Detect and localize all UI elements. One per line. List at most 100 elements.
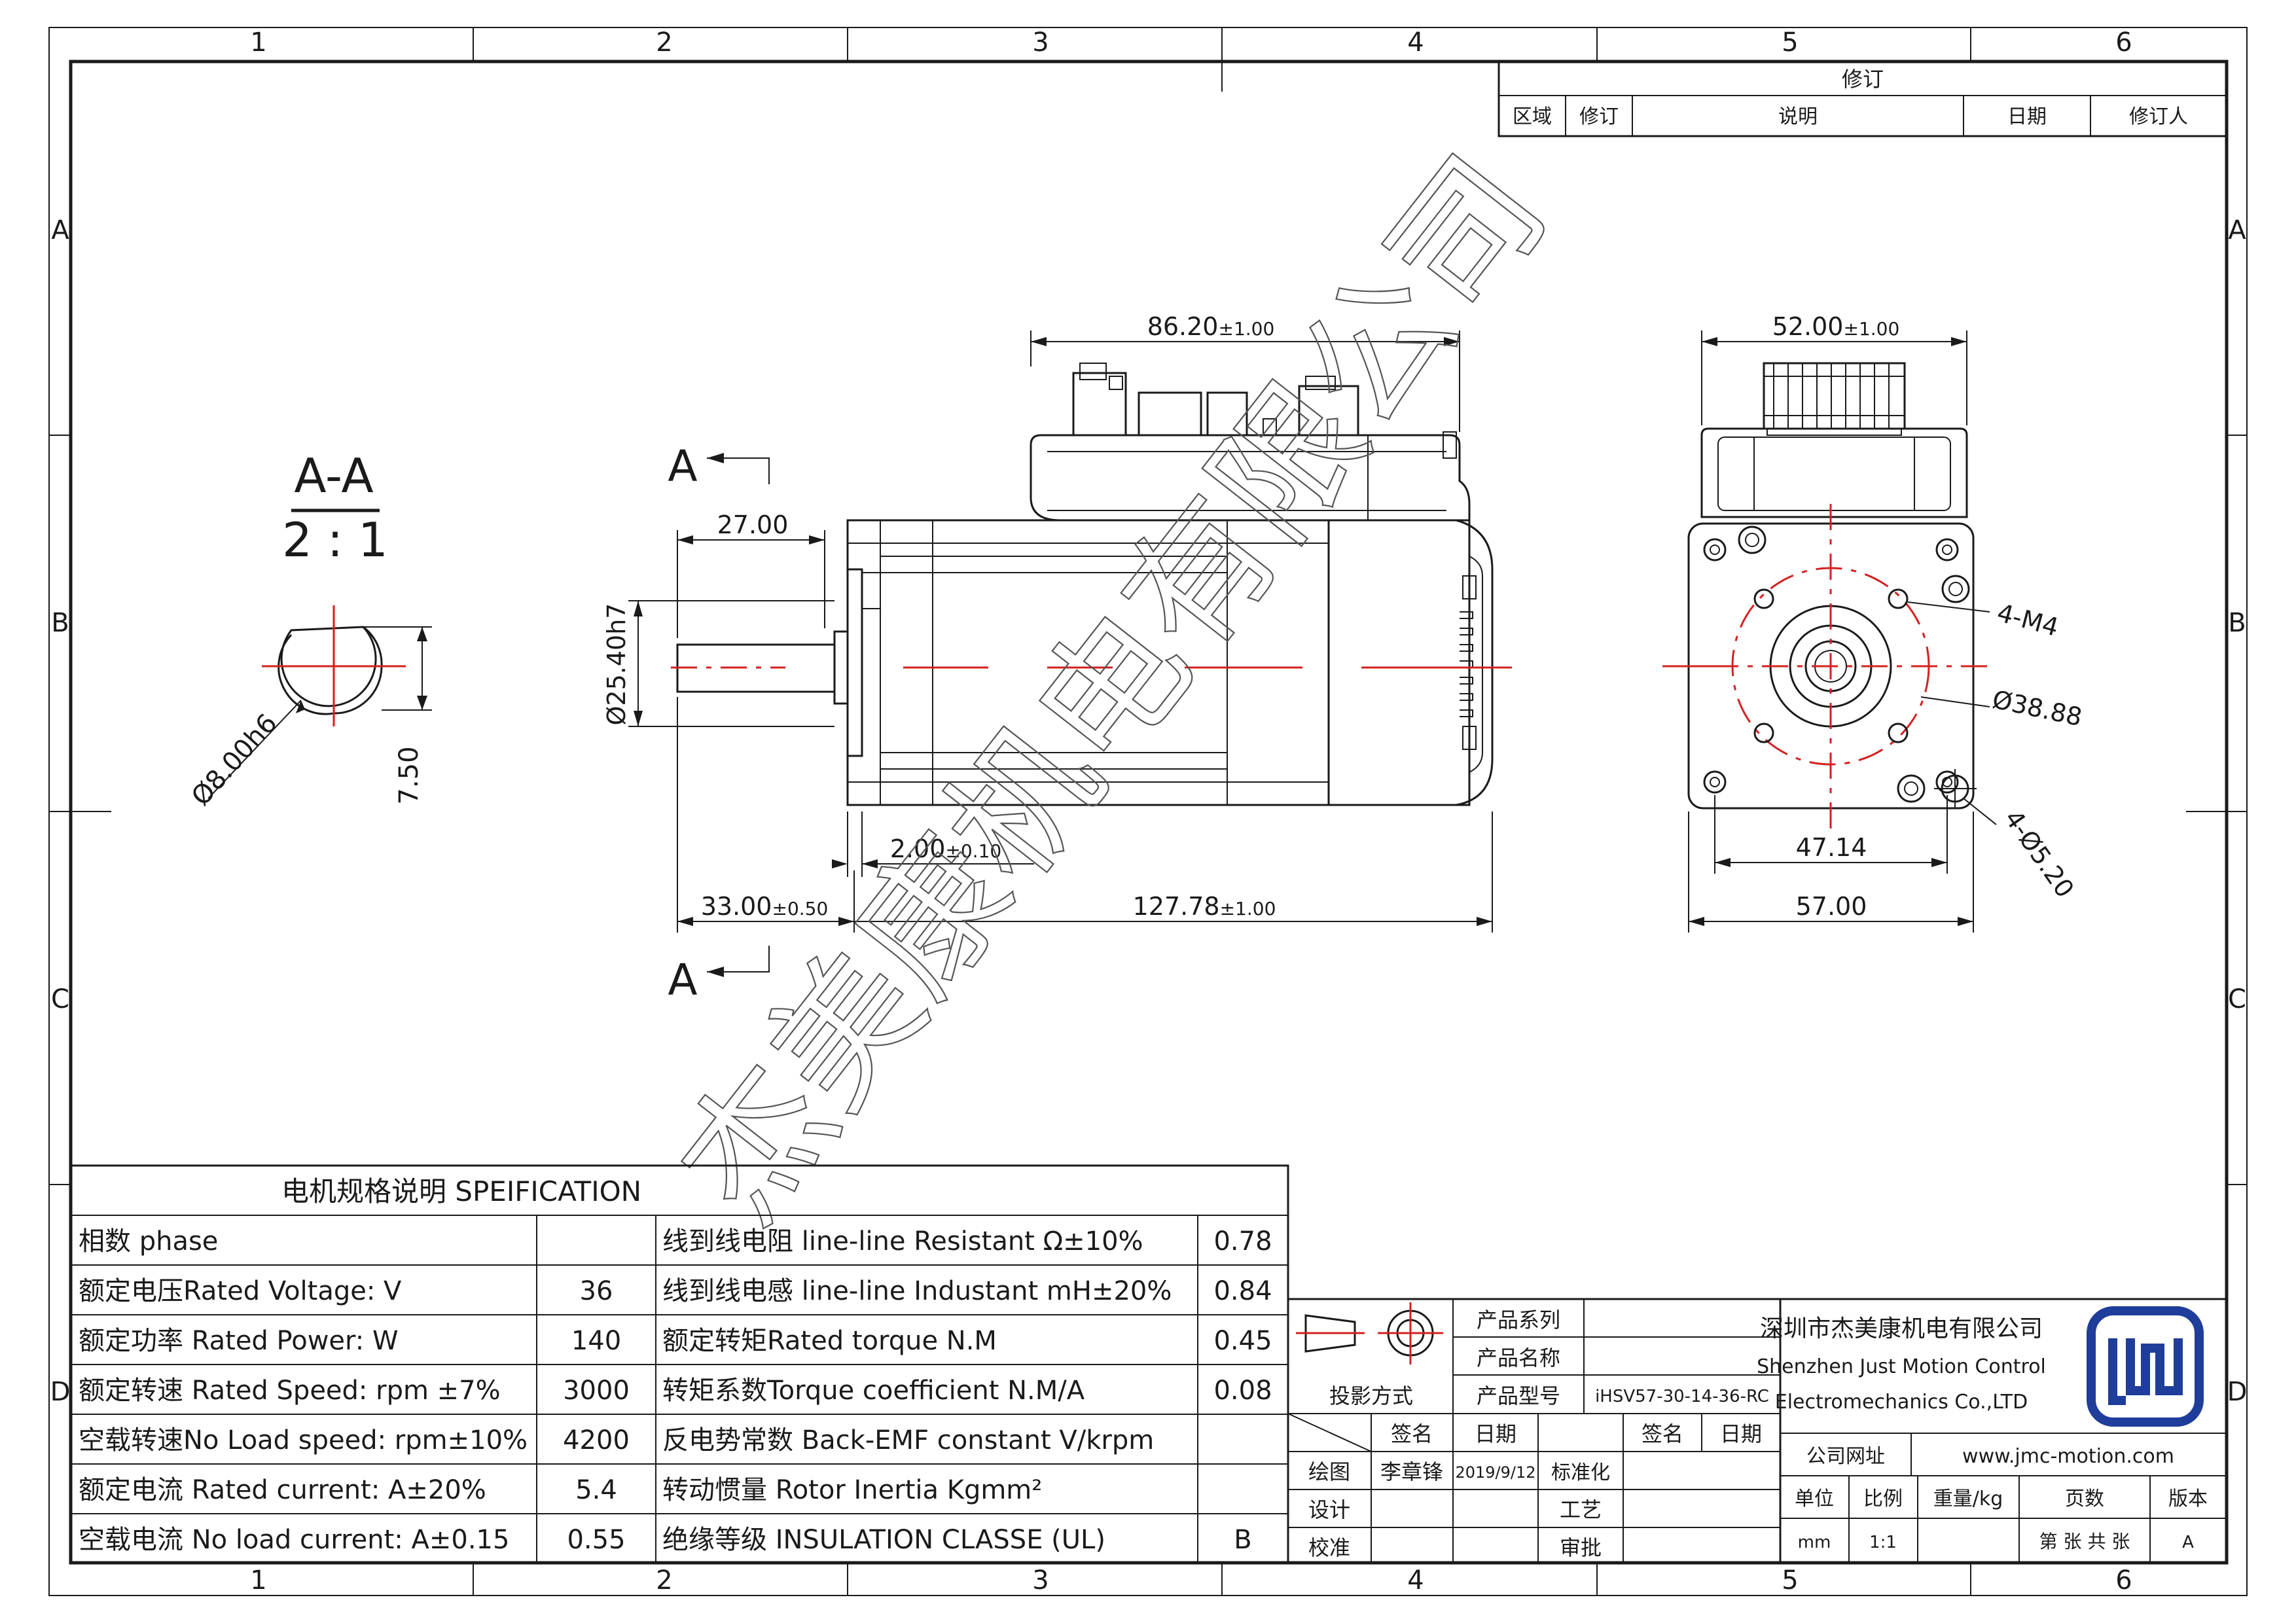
tb-scale: 比例 <box>1863 1488 1903 1510</box>
col-label: 5 <box>1782 27 1798 58</box>
tb-product-series: 产品系列 <box>1477 1308 1560 1332</box>
side-dim-body: 127.78 <box>1133 892 1220 921</box>
svg-text:86.20±1.00: 86.20±1.00 <box>1147 312 1275 341</box>
spec-right-label: 转矩系数Torque coefficient N.M/A <box>662 1376 1085 1406</box>
col-label: 3 <box>1032 27 1049 58</box>
spec-left-label: 额定电流 Rated current: A±20% <box>79 1475 486 1505</box>
tb-date2: 日期 <box>1720 1421 1762 1446</box>
spec-table: 电机规格说明 SPEIFICATION 相数 phase 额定电压Rated V… <box>69 1164 1289 1564</box>
side-dim-top-tol: ±1.00 <box>1218 318 1274 340</box>
row-label: C <box>2228 984 2246 1014</box>
projection-symbol <box>1304 1314 1356 1353</box>
jmc-logo <box>2087 1306 2204 1427</box>
spec-left-value: 0.55 <box>567 1525 625 1555</box>
side-dim-pilot: Ø25.40h7 <box>602 603 631 726</box>
row-label: C <box>51 984 69 1014</box>
svg-text:52.00±1.00: 52.00±1.00 <box>1772 312 1900 341</box>
front-dim-top-tol: ±1.00 <box>1843 318 1899 340</box>
spec-right-value: 0.08 <box>1213 1376 1272 1406</box>
col-label: 1 <box>250 27 266 58</box>
spec-right-label: 额定转矩Rated torque N.M <box>662 1326 997 1356</box>
side-dim-top: 86.20 <box>1147 312 1219 341</box>
col-label: 6 <box>2115 27 2132 58</box>
row-label: D <box>2227 1377 2248 1407</box>
tb-drawn: 绘图 <box>1308 1459 1350 1484</box>
front-pcd-label: Ø38.88 <box>1990 685 2085 732</box>
tb-date: 日期 <box>1475 1421 1516 1446</box>
front-view: 4-M4 Ø38.88 4-Ø5.20 52.00±1.00 47.14 57.… <box>1662 312 2085 933</box>
revision-table: 修订 区域 修订 说明 日期 修订人 <box>1498 60 2228 137</box>
row-label: A <box>51 215 69 245</box>
tb-product-name: 产品名称 <box>1477 1346 1560 1370</box>
tb-weight: 重量/kg <box>1933 1488 2003 1510</box>
row-label: B <box>51 608 69 638</box>
spec-left-label: 额定功率 Rated Power: W <box>79 1326 399 1356</box>
side-dim-shaft-len: 33.00 <box>701 892 772 921</box>
tb-drawn-date: 2019/9/12 <box>1455 1463 1535 1482</box>
revision-header: 日期 <box>2007 105 2047 128</box>
spec-right-label: 绝缘等级 INSULATION CLASSE (UL) <box>662 1525 1105 1555</box>
row-labels: A B C D A B C D <box>50 215 2248 1407</box>
side-dim-flange-tol: ±0.10 <box>945 840 1001 862</box>
tb-website: www.jmc-motion.com <box>1962 1445 2174 1468</box>
spec-left-label: 空载电流 No load current: A±0.15 <box>79 1525 509 1555</box>
revision-header: 修订 <box>1579 105 1619 128</box>
revision-header: 修订人 <box>2129 105 2188 128</box>
spec-left-value: 140 <box>571 1326 621 1356</box>
tb-check: 校准 <box>1308 1535 1350 1560</box>
pilot <box>833 630 849 705</box>
spec-right-value: 0.84 <box>1213 1276 1272 1306</box>
terminal-block <box>1763 362 1906 430</box>
front-mount-label: 4-Ø5.20 <box>1999 804 2079 902</box>
tb-pages: 页数 <box>2065 1488 2104 1510</box>
front-dim-hole: 47.14 <box>1796 833 1867 862</box>
drive-housing <box>1030 434 1471 522</box>
row-label: B <box>2228 608 2246 638</box>
spec-left-label: 相数 phase <box>79 1226 218 1257</box>
side-dim-shaft-len-tol: ±0.50 <box>772 898 828 919</box>
shaft-cross-section <box>280 626 377 707</box>
svg-text:33.00±0.50: 33.00±0.50 <box>701 892 829 921</box>
col-label: 2 <box>656 27 672 58</box>
col-label: 4 <box>1407 1565 1424 1596</box>
tb-product-model: 产品型号 <box>1477 1383 1560 1408</box>
spec-left-label: 额定转速 Rated Speed: rpm ±7% <box>79 1376 501 1406</box>
revision-header: 区域 <box>1513 105 1552 128</box>
side-dim-body-tol: ±1.00 <box>1220 898 1276 919</box>
tb-sign2: 签名 <box>1641 1421 1683 1446</box>
column-labels-top: 1 2 3 4 5 6 <box>250 27 2132 58</box>
tb-model-value: iHSV57-30-14-36-RC <box>1595 1387 1769 1406</box>
col-label: 2 <box>656 1565 672 1596</box>
col-label: 4 <box>1407 27 1424 58</box>
section-flat-dim: 7.50 <box>394 746 424 804</box>
tb-company-cn: 深圳市杰美康机电有限公司 <box>1760 1315 2043 1342</box>
col-label: 1 <box>250 1565 266 1596</box>
front-dim-width: 57.00 <box>1796 892 1867 921</box>
spec-left-label: 空载转速No Load speed: rpm±10% <box>79 1425 528 1455</box>
tb-version-val: A <box>2182 1533 2194 1552</box>
tb-standardize: 标准化 <box>1551 1461 1610 1484</box>
spec-left-label: 额定电压Rated Voltage: V <box>79 1276 402 1306</box>
column-labels-bottom: 1 2 3 4 5 6 <box>250 1565 2132 1596</box>
section-cut-label: A <box>668 955 697 1005</box>
front-dim-top: 52.00 <box>1772 312 1844 341</box>
flange <box>846 568 863 757</box>
spec-right-label: 线到线电感 line-line Industant mH±20% <box>662 1276 1172 1306</box>
tb-approve: 审批 <box>1560 1535 1602 1560</box>
col-label: 3 <box>1032 1565 1049 1596</box>
spec-right-value: 0.45 <box>1213 1326 1272 1356</box>
tb-unit-val: mm <box>1798 1533 1831 1552</box>
spec-right-value: 0.78 <box>1213 1226 1272 1257</box>
spec-title: 电机规格说明 SPEIFICATION <box>281 1175 641 1207</box>
tb-drawn-name: 李章锋 <box>1380 1459 1443 1484</box>
col-label: 5 <box>1782 1565 1798 1596</box>
spec-left-value: 3000 <box>563 1376 630 1406</box>
connector <box>1072 372 1127 437</box>
tb-unit: 单位 <box>1795 1488 1834 1510</box>
side-dim-flange: 2.00 <box>890 834 946 863</box>
encoder-fins <box>1460 575 1477 750</box>
section-dia-dim: Ø8.00h6 <box>186 708 283 812</box>
tb-company-en1: Shenzhen Just Motion Control <box>1757 1355 2046 1378</box>
company-watermark: 杰美康机电有限公司 <box>647 127 1577 1251</box>
tb-website-label: 公司网址 <box>1806 1445 1885 1468</box>
